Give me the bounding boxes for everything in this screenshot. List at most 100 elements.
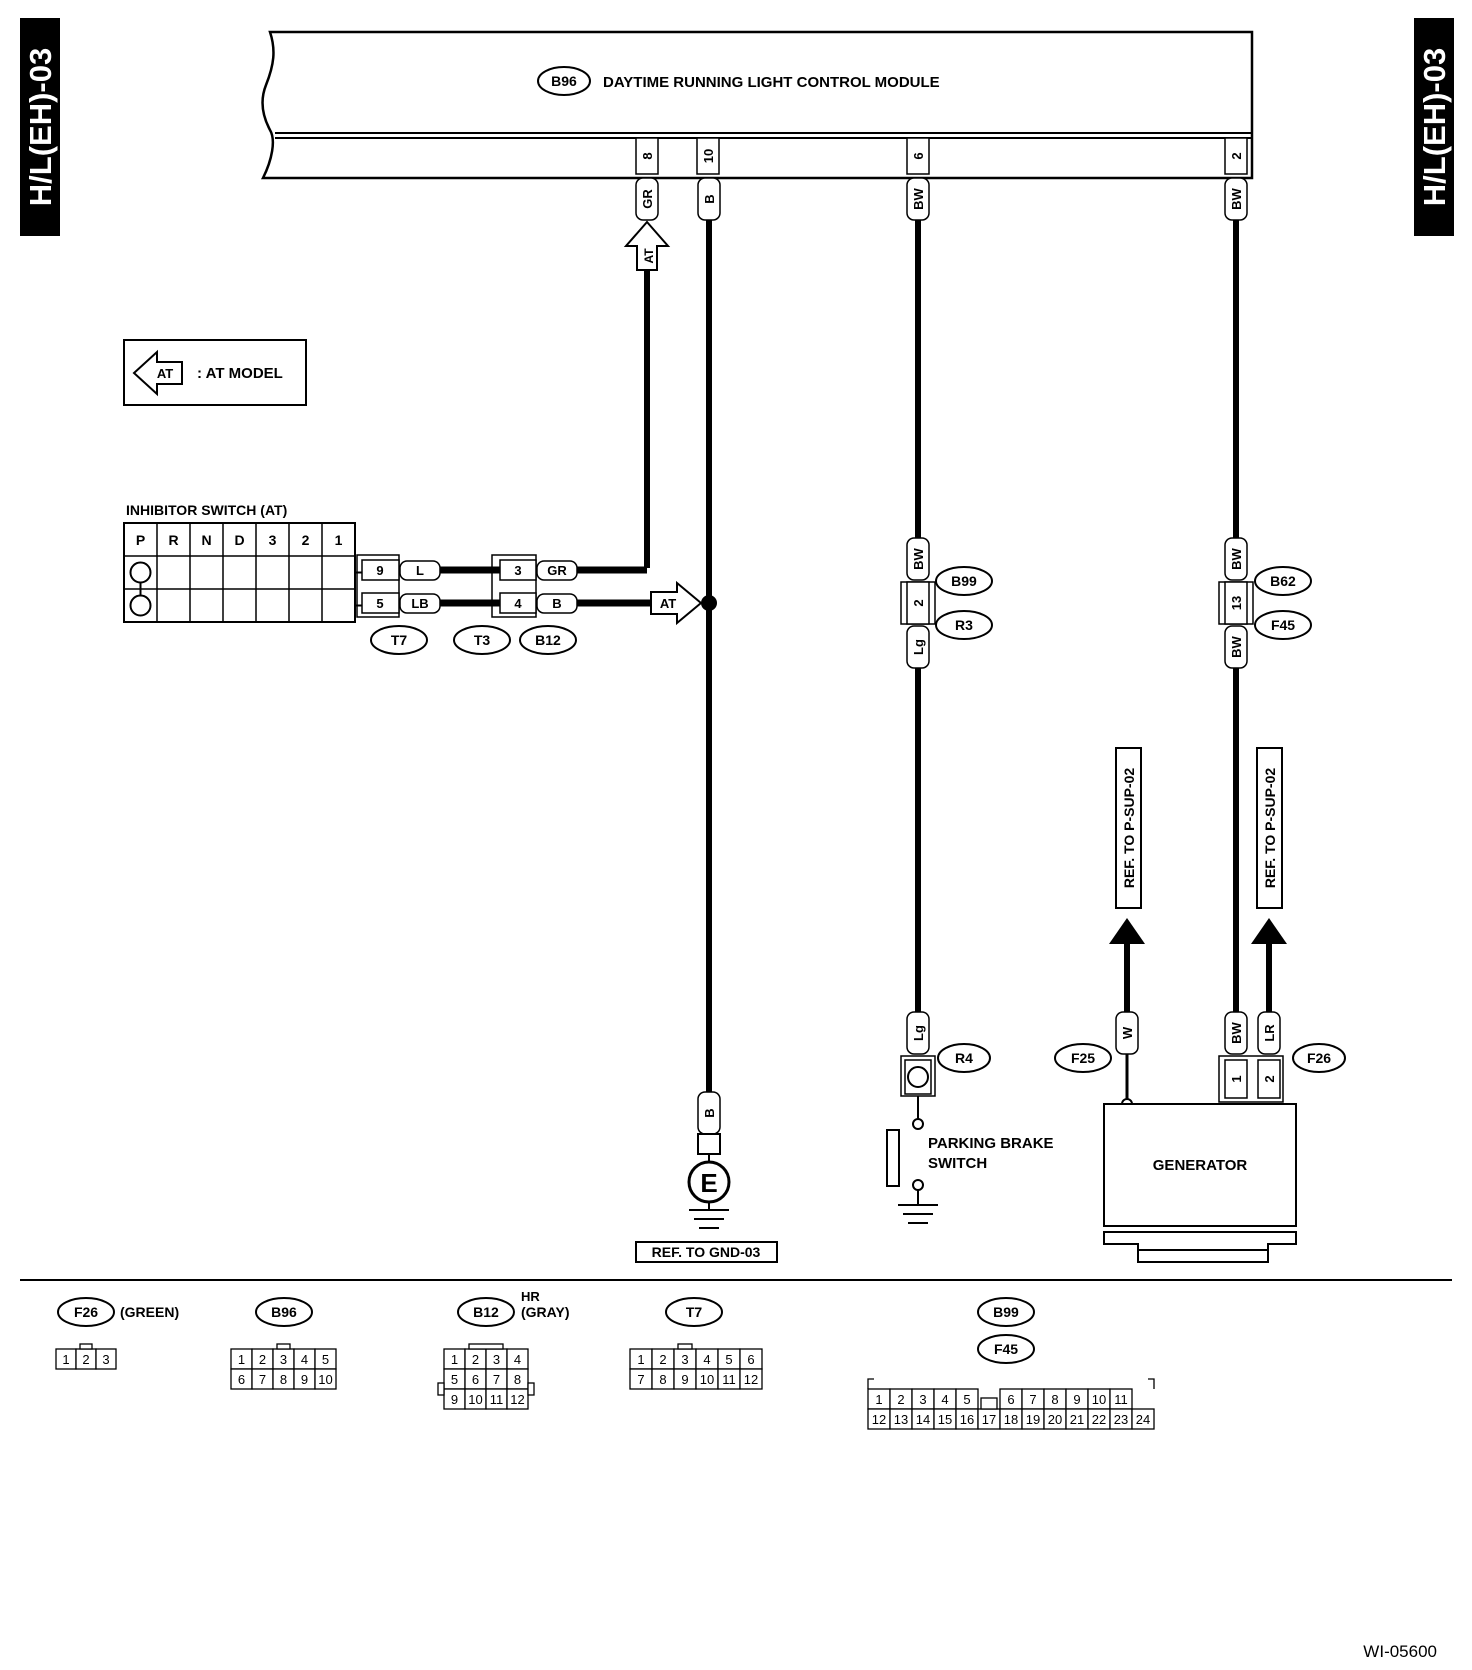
pinout-cell: 2: [659, 1352, 666, 1367]
wire-label-gr-top: GR: [640, 189, 655, 209]
pinout-cell: 24: [1136, 1412, 1150, 1427]
wire-label-l: L: [416, 563, 424, 578]
module-connector-label: B96: [551, 73, 577, 89]
pinout-f26-name: F26: [74, 1304, 98, 1320]
pinout-cell: 3: [493, 1352, 500, 1367]
pinout-b12-name: B12: [473, 1304, 499, 1320]
legend-box: AT : AT MODEL: [123, 339, 307, 406]
pinout-cell: 12: [744, 1372, 758, 1387]
generator: F25 1 2 F26 GENERATOR: [1054, 1043, 1346, 1263]
pinout-cell: 10: [318, 1372, 332, 1387]
pinout-cell: 7: [493, 1372, 500, 1387]
pinout-cell: 6: [1007, 1392, 1014, 1407]
pinout-cell: 5: [322, 1352, 329, 1367]
pinout-cell: 9: [681, 1372, 688, 1387]
module-name: DAYTIME RUNNING LIGHT CONTROL MODULE: [603, 74, 940, 91]
pinout-cell: 3: [102, 1352, 109, 1367]
ref-gnd: REF. TO GND-03: [652, 1244, 761, 1260]
pinout-cell: 8: [659, 1372, 666, 1387]
pin-2: 2: [1229, 152, 1244, 159]
pinout-cell: 9: [451, 1392, 458, 1407]
legend-text: : AT MODEL: [197, 365, 283, 382]
pinout-cell: 6: [472, 1372, 479, 1387]
wire-label-lr-f26: LR: [1262, 1024, 1277, 1042]
wire-label-lg-r3: Lg: [911, 639, 926, 655]
pinout-cell: 22: [1092, 1412, 1106, 1427]
inhibitor-switch-title: INHIBITOR SWITCH (AT): [126, 502, 287, 518]
junction-dot: [701, 595, 717, 611]
ground-e: E REF. TO GND-03: [635, 1133, 778, 1263]
wire-label-lg-r4: Lg: [911, 1025, 926, 1041]
inhibitor-position-label: N: [201, 532, 211, 548]
pin-6: 6: [911, 152, 926, 159]
pinout-cell: 2: [82, 1352, 89, 1367]
pinout-cell: 3: [681, 1352, 688, 1367]
pinout-cell: 9: [301, 1372, 308, 1387]
pinout-cell: 4: [941, 1392, 948, 1407]
pinout-cell: 6: [747, 1352, 754, 1367]
pinout-cell: 12: [510, 1392, 524, 1407]
bottom-connector-views: F26 (GREEN) B96 B12 HR (GRAY) T7 B99 F45…: [55, 1289, 1155, 1430]
pin-8: 8: [640, 152, 655, 159]
ref-psup-left: REF. TO P-SUP-02: [1109, 747, 1145, 944]
callout-f26: F26: [1307, 1050, 1331, 1066]
callout-f25: F25: [1071, 1050, 1095, 1066]
page-tab-right: H/L(EH)-03: [1414, 18, 1454, 236]
t3-pin-bot: 4: [514, 596, 522, 611]
pinout-cell: 9: [1073, 1392, 1080, 1407]
callout-r4: R4: [955, 1050, 973, 1066]
inhibitor-position-label: P: [136, 532, 145, 548]
f26-pin-2: 2: [1262, 1075, 1277, 1082]
b99-r3-connector: 2 B99 R3: [900, 566, 993, 640]
pinout-cell: 10: [1092, 1392, 1106, 1407]
wire-label-bw-b62: BW: [1229, 547, 1244, 569]
pinout-cell: 10: [700, 1372, 714, 1387]
pinout-cell: 16: [960, 1412, 974, 1427]
at-model-arrow-right: AT: [650, 580, 703, 626]
pinout-cell: 21: [1070, 1412, 1084, 1427]
pinout-cell: 1: [451, 1352, 458, 1367]
ref-psup-right: REF. TO P-SUP-02: [1251, 747, 1287, 944]
inhibitor-position-label: 3: [269, 532, 277, 548]
callout-b99: B99: [951, 573, 977, 589]
ref-psup-left-text: REF. TO P-SUP-02: [1121, 768, 1137, 889]
pinout-cell: 3: [280, 1352, 287, 1367]
callout-b62: B62: [1270, 573, 1296, 589]
pinout-cell: 1: [238, 1352, 245, 1367]
pinout-cell: 20: [1048, 1412, 1062, 1427]
callout-t3: T3: [474, 632, 491, 648]
pinout-cell: 3: [919, 1392, 926, 1407]
pinout-cell: 13: [894, 1412, 908, 1427]
pinout-b12-note: (GRAY): [521, 1304, 570, 1320]
wire-label-b-ground: B: [702, 1108, 717, 1117]
pinout-cell: 19: [1026, 1412, 1040, 1427]
pinout-b99-name: B99: [993, 1304, 1019, 1320]
pinout-cell: 2: [472, 1352, 479, 1367]
pinout-cell: 11: [490, 1392, 504, 1407]
wire-label-w-f25: W: [1120, 1026, 1135, 1039]
inhibitor-position-label: 2: [302, 532, 310, 548]
inhibitor-contact-1: [129, 561, 152, 584]
wire-label-b-t3: B: [552, 596, 561, 611]
pinout-cell: 17: [982, 1412, 996, 1427]
pinout-cell: 8: [514, 1372, 521, 1387]
callout-b12: B12: [535, 632, 561, 648]
pinout-b96-name: B96: [271, 1304, 297, 1320]
pinout-cell: 15: [938, 1412, 952, 1427]
figure-id: WI-05600: [1363, 1642, 1437, 1661]
pinout-cell: 14: [916, 1412, 930, 1427]
ground-e-letter: E: [700, 1168, 717, 1198]
parking-brake-label-2: SWITCH: [928, 1155, 987, 1172]
at-arrow-up-text: AT: [642, 248, 656, 264]
parking-brake-switch: R4 PARKING BRAKE SWITCH: [886, 1043, 1054, 1224]
pinout-cell: 8: [1051, 1392, 1058, 1407]
callout-f45: F45: [1271, 617, 1295, 633]
inhibitor-position-label: R: [168, 532, 178, 548]
